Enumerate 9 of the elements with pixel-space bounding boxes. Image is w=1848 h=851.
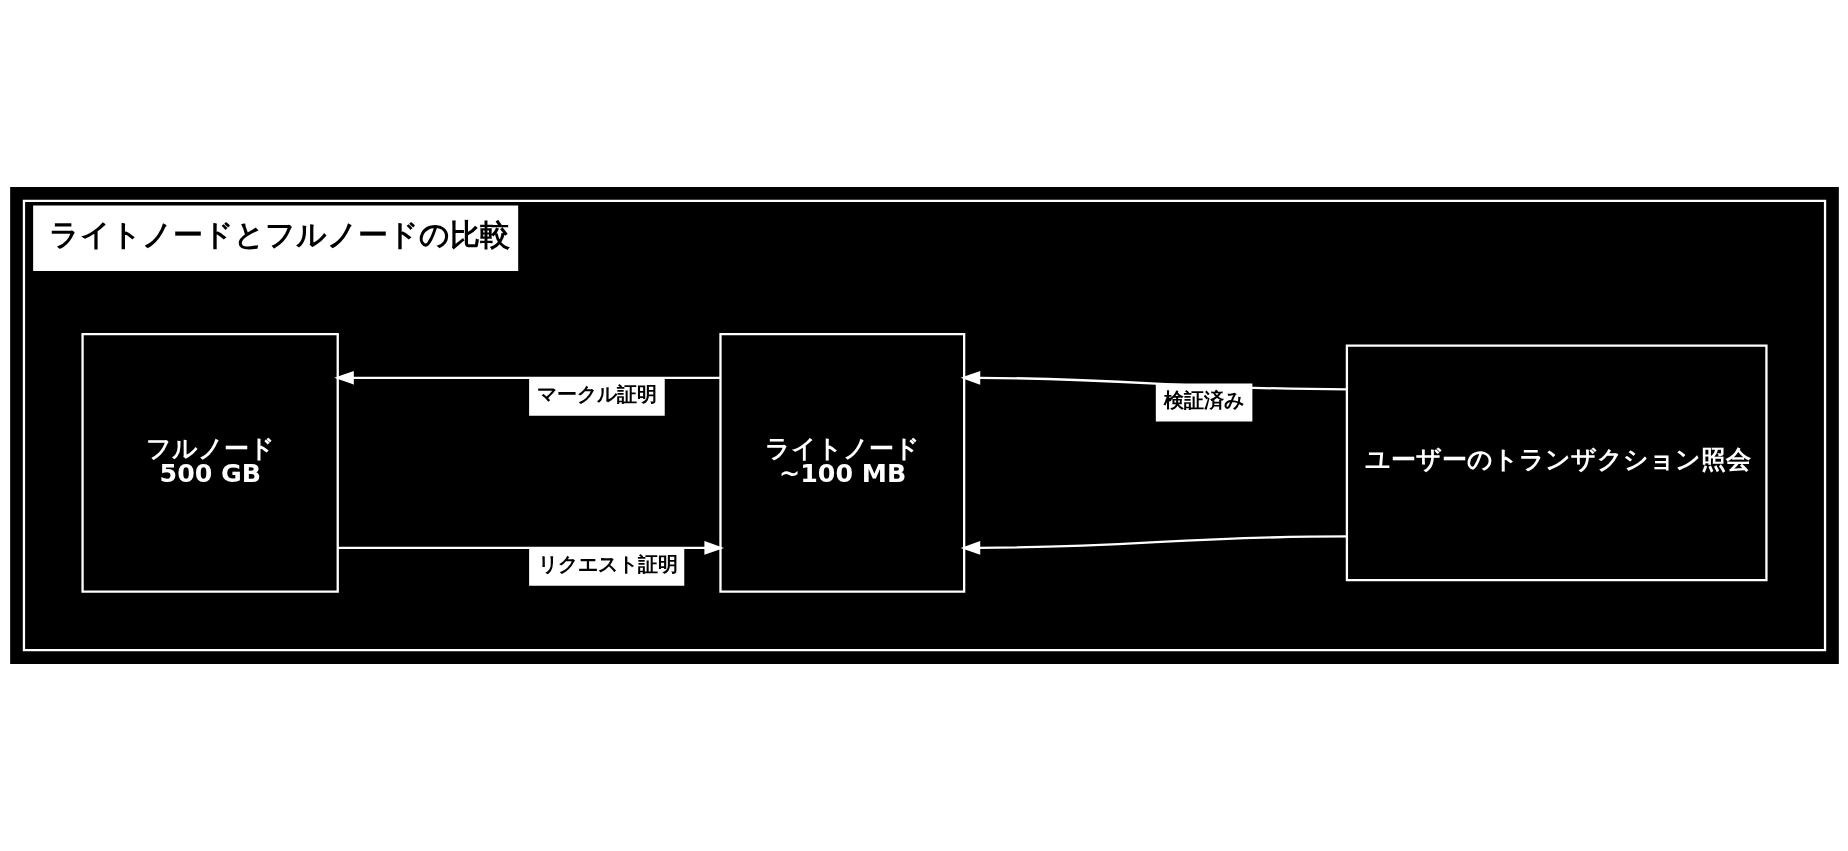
edge-label: 検証済み	[1163, 388, 1244, 412]
edge-label: マークル証明	[536, 382, 657, 406]
arrow	[333, 370, 720, 385]
node-box: ユーザーのトランザクション照会	[1345, 344, 1768, 582]
node-box: フルノード 500 GB	[80, 332, 339, 593]
node-box: ライトノード ~100 MB	[718, 332, 965, 593]
arrow	[960, 535, 1347, 555]
arrow	[337, 541, 724, 555]
edge-label: リクエスト証明	[537, 553, 678, 577]
